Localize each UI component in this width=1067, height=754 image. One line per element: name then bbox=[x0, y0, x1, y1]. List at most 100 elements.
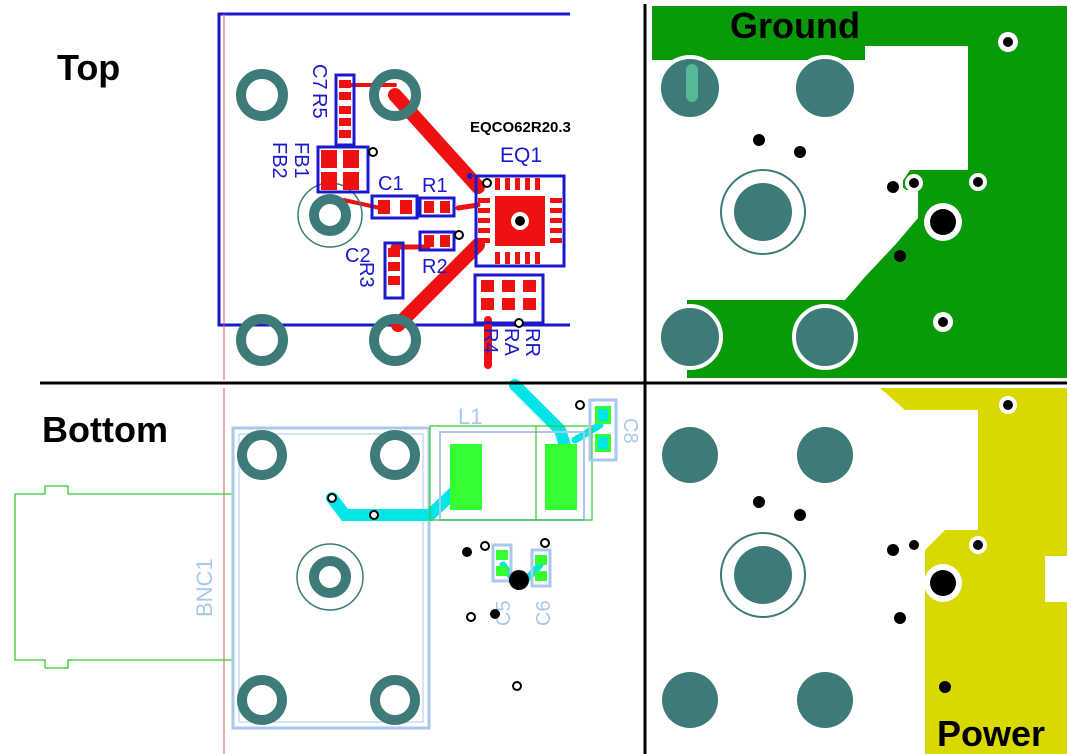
top-label: Top bbox=[57, 47, 120, 88]
top-mount-pad-3 bbox=[236, 314, 288, 366]
power-label: Power bbox=[937, 713, 1045, 754]
r2-outline bbox=[418, 230, 456, 252]
l1-pad-1 bbox=[450, 444, 482, 510]
power-large-via-hole bbox=[930, 570, 956, 596]
r5-designator: R5 bbox=[308, 93, 330, 119]
top-copper-traces bbox=[342, 83, 492, 369]
bottom-mount-pad-3 bbox=[237, 675, 287, 725]
bnc1-outline bbox=[231, 426, 431, 730]
l1-pad-2 bbox=[545, 444, 577, 510]
ground-large-via-hole bbox=[930, 209, 956, 235]
c8-designator: C8 bbox=[619, 418, 641, 444]
ground-via-1 bbox=[753, 134, 765, 146]
power-plane-view: Power bbox=[662, 388, 1067, 754]
ground-via-4 bbox=[894, 250, 906, 262]
ground-via-6-hole bbox=[973, 177, 983, 187]
eq1-thermal-via-hole bbox=[515, 216, 525, 226]
c1-pad-2 bbox=[400, 200, 412, 214]
power-via-3 bbox=[887, 544, 899, 556]
ground-via-3 bbox=[887, 181, 899, 193]
power-mount-pad-1 bbox=[662, 427, 718, 483]
r2-pad-1 bbox=[424, 235, 434, 247]
power-center-pad bbox=[734, 546, 792, 604]
ground-plane-view: Ground bbox=[652, 5, 1067, 378]
top-via-3 bbox=[467, 173, 473, 179]
bnc1-designator: BNC1 bbox=[192, 558, 217, 617]
c7-r5-outline bbox=[334, 73, 356, 147]
c8-outline bbox=[588, 398, 618, 462]
r2-designator: R2 bbox=[422, 256, 448, 278]
c1-outline bbox=[370, 194, 419, 220]
bottom-vias bbox=[327, 400, 585, 691]
bnc1-outline-inner bbox=[238, 433, 424, 723]
power-via-2 bbox=[794, 509, 806, 521]
c2-r3-outline bbox=[383, 241, 405, 300]
bottom-mount-pad-1 bbox=[237, 430, 287, 480]
c1-designator: C1 bbox=[378, 173, 404, 195]
r4-ra-rr-outline bbox=[473, 273, 545, 325]
ground-via-7-hole bbox=[938, 317, 948, 327]
c6-pad-1 bbox=[535, 555, 547, 565]
power-mount-pad-4 bbox=[797, 672, 853, 728]
top-mount-pad-1 bbox=[236, 69, 288, 121]
ground-center-ring bbox=[720, 169, 806, 255]
power-copper-pour bbox=[880, 388, 1067, 754]
bottom-mount-pad-2 bbox=[370, 430, 420, 480]
fb1-fb2-outline bbox=[316, 145, 370, 194]
power-mount-pad-2 bbox=[797, 427, 853, 483]
ground-label: Ground bbox=[730, 5, 860, 46]
ground-copper-pour bbox=[652, 6, 1067, 378]
top-via-5 bbox=[514, 318, 524, 328]
ground-mount-pad-3 bbox=[657, 304, 723, 370]
c8-pad-2-fill bbox=[598, 437, 608, 449]
r1-pad-1 bbox=[424, 201, 434, 213]
power-center-ring bbox=[720, 532, 806, 618]
c5-outline bbox=[491, 543, 513, 583]
top-via-1 bbox=[368, 147, 378, 157]
c6-pad-2 bbox=[535, 571, 547, 581]
r4-ra-rr-pads bbox=[481, 280, 536, 310]
eq1-outline bbox=[474, 174, 566, 268]
ground-via-2 bbox=[794, 146, 806, 158]
r3-designator: R3 bbox=[355, 262, 377, 288]
c7-r5-pads bbox=[339, 80, 351, 138]
c5-designator: C5 bbox=[493, 600, 515, 626]
bottom-layer-view: Bottom BNC1 L1 C8 bbox=[14, 379, 641, 754]
bottom-thermal-via bbox=[509, 570, 529, 590]
fb2-designator: FB2 bbox=[268, 142, 290, 179]
ground-via-8-hole bbox=[1003, 37, 1013, 47]
ground-mount-pad-2 bbox=[792, 55, 858, 121]
ground-mount-pad-4 bbox=[792, 304, 858, 370]
r1-pad-2 bbox=[440, 201, 450, 213]
c7-designator: C7 bbox=[308, 64, 330, 90]
ground-via-5-hole bbox=[909, 178, 919, 188]
rr-designator: RR bbox=[521, 328, 543, 357]
c8-pad-1-fill bbox=[598, 409, 608, 421]
top-via-2 bbox=[454, 230, 464, 240]
r1-designator: R1 bbox=[422, 175, 448, 197]
bottom-center-pad bbox=[309, 556, 351, 598]
power-via-4 bbox=[894, 612, 906, 624]
c5-pad-1 bbox=[496, 550, 508, 560]
top-mount-pad-2 bbox=[369, 69, 421, 121]
fb-pads bbox=[321, 150, 359, 190]
ground-plane-cutout bbox=[652, 46, 968, 378]
fb1-designator: FB1 bbox=[290, 142, 312, 179]
power-edge-notch bbox=[1045, 556, 1067, 602]
power-via-5 bbox=[939, 681, 951, 693]
top-layer-view: Top C7 R5 bbox=[57, 12, 571, 380]
top-center-pad bbox=[309, 194, 351, 236]
ground-trace-stub bbox=[686, 64, 698, 102]
power-via-7-hole bbox=[973, 540, 983, 550]
bottom-mount-pad-4 bbox=[370, 675, 420, 725]
c5-pad-2 bbox=[496, 566, 508, 576]
power-via-6-hole bbox=[909, 540, 919, 550]
r2-pad-2 bbox=[440, 235, 450, 247]
l1-body-outline bbox=[429, 425, 593, 521]
bottom-label: Bottom bbox=[42, 409, 168, 450]
eq1-pins bbox=[478, 178, 562, 264]
bnc1-body-outline bbox=[14, 485, 233, 669]
c1-pad-1 bbox=[378, 200, 390, 214]
eq1-part-number: EQCO62R20.3 bbox=[470, 119, 571, 136]
